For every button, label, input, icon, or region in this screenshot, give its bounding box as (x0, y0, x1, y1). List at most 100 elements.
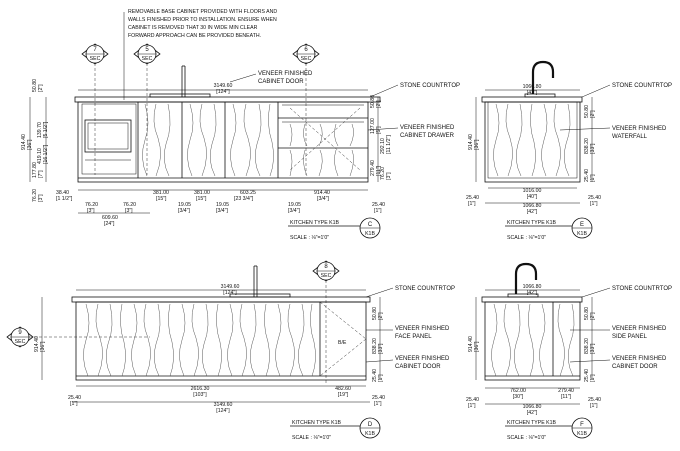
section-marker-5[interactable]: 5 SEC (133, 43, 161, 175)
marker-sheet: SEC (15, 339, 26, 345)
callout-label: STONE COUNTRTOP (612, 83, 672, 89)
sheet-ref: K1B (365, 431, 375, 437)
dimension-label: [1"] (468, 403, 476, 409)
callout-label: CABINET DOOR (258, 79, 304, 85)
dimension-label: [5 1/2"] (43, 121, 49, 138)
dimension-label: 25.40 (372, 369, 378, 382)
sheet-ref: K1B (577, 231, 587, 237)
faucet-icon (524, 60, 556, 98)
callout-label: VENEER FINISHED (395, 356, 450, 362)
dimension-label: [1"] (590, 374, 596, 382)
callout-label: VENEER FINISHED (612, 326, 667, 332)
dimension-label: [1"] (374, 401, 382, 407)
dimension-label: [103"] (193, 392, 207, 398)
elevation-c: 3149.60 [124"] 914.40 [36"] 50.80 [2"] 1… (21, 65, 460, 227)
drawing-title: KITCHEN TYPE K1B (292, 420, 341, 426)
note-line: WALLS FINISHED PRIOR TO INSTALLATION. EN… (128, 17, 277, 23)
callout-label: WATERFALL (612, 134, 648, 140)
dimension-label: [124"] (216, 408, 230, 414)
dimension-label: [7"] (38, 170, 44, 178)
dimension-label: 25.40 (588, 195, 601, 201)
stone-countertop (71, 296, 371, 303)
dimension-label: 25.40 (372, 395, 385, 401)
faucet-icon (149, 65, 211, 98)
marker-sheet: SEC (90, 56, 101, 62)
dimension-label: [33"] (378, 343, 384, 354)
title-block-f: KITCHEN TYPE K1B SCALE : ⅛"=1'0" F K1B (505, 417, 593, 441)
dimension-label: 3149.60 (214, 402, 233, 408)
dimension-label: 609.60 (102, 215, 118, 221)
callout-label: VENEER FINISHED (258, 71, 313, 77)
dimension-label: [36"] (27, 139, 33, 150)
dimension-label: 76.20 (380, 167, 386, 180)
note-line: REMOVABLE BASE CABINET PROVIDED WITH FLO… (128, 9, 277, 15)
dimension-label: [11 1/2"] (386, 135, 392, 154)
dimension-label: [36"] (474, 341, 480, 352)
cabinet-body (77, 101, 369, 183)
dimension-label: 50.80 (32, 79, 38, 92)
marker-sheet: SEC (301, 56, 312, 62)
title-block-c: KITCHEN TYPE K1B SCALE : ⅛"=1'0" C K1B (288, 217, 381, 241)
dimension-label: 914.40 (468, 336, 474, 352)
dimension-label: 19.05 (178, 202, 191, 208)
section-marker-6[interactable]: 6 SEC (292, 43, 320, 175)
dimension-label: [1"] (374, 208, 382, 214)
dimension-label: 914.40 (21, 134, 27, 150)
dimension-label: 25.40 (584, 369, 590, 382)
dimension-label: 25.40 (372, 202, 385, 208)
dimension-label: 292.10 (380, 138, 386, 154)
section-marker-7[interactable]: 7 SEC (81, 43, 109, 175)
dimension-label: [3/4"] (317, 196, 329, 202)
drawing-title: KITCHEN TYPE K1B (290, 220, 339, 226)
appliance-opening (84, 119, 132, 153)
dimension-label: [1"] (590, 174, 596, 182)
dimension-label: 19.05 (216, 202, 229, 208)
dimension-label: [24"] (104, 221, 115, 227)
dimension-label: [23 3/4"] (234, 196, 254, 202)
dimension-label: 838.20 (584, 138, 590, 154)
section-marker-9[interactable]: 9 SEC (6, 326, 150, 348)
face-panel (75, 301, 367, 381)
dimension-label: 914.40 (314, 190, 330, 196)
callout-label: FACE PANEL (395, 334, 432, 340)
dimension-label: 838.20 (372, 338, 378, 354)
dimension-label: [1"] (590, 403, 598, 409)
dimension-label: [42"] (527, 90, 538, 96)
marker-number: 6 (304, 47, 308, 53)
dimension-label: [2"] (590, 312, 596, 320)
callout-label: SIDE PANEL (612, 334, 648, 340)
dimension-label: 25.40 (588, 397, 601, 403)
callout-label: STONE COUNTRTOP (400, 83, 460, 89)
marker-number: 5 (145, 47, 149, 53)
drawing-scale: SCALE : ⅛"=1'0" (507, 235, 546, 241)
section-marker-8[interactable]: 8 SEC (312, 260, 340, 385)
dimension-label: 25.40 (466, 397, 479, 403)
elevation-e: 1066.80 [42"] 914.40 [36"] 50.80 [2"] 83… (466, 60, 672, 215)
dimension-label: [1 1/2"] (56, 196, 73, 202)
dimension-label: 25.40 (584, 169, 590, 182)
sheet-ref: K1B (365, 231, 375, 237)
drawing-letter: C (368, 222, 373, 228)
dimension-label: [3"] (38, 194, 44, 202)
dimension-label: [36"] (40, 341, 46, 352)
dimension-label: [16 1/2"] (43, 144, 49, 164)
callout-label: VENEER FINISHED (612, 356, 667, 362)
marker-sheet: SEC (321, 273, 332, 279)
marker-number: 9 (18, 330, 22, 336)
dimension-label: [5"] (376, 126, 382, 134)
dimension-label: 1066.80 (523, 84, 542, 90)
dimension-label: [124"] (216, 89, 230, 95)
faucet-icon (507, 262, 539, 298)
stone-countertop (74, 96, 381, 103)
dimension-label: [124"] (223, 290, 237, 296)
side-panel (484, 301, 581, 381)
dimension-label: [15"] (156, 196, 167, 202)
dimension-label: 762.00 (510, 388, 526, 394)
dimension-label: 603.25 (240, 190, 256, 196)
dimension-label: [40"] (527, 194, 538, 200)
dimension-label: [11"] (376, 165, 382, 176)
dimension-label: 2616.30 (191, 386, 210, 392)
elevation-f: 1066.80 [42"] 914.40 [36"] 50.80 [2"] 83… (466, 262, 672, 416)
